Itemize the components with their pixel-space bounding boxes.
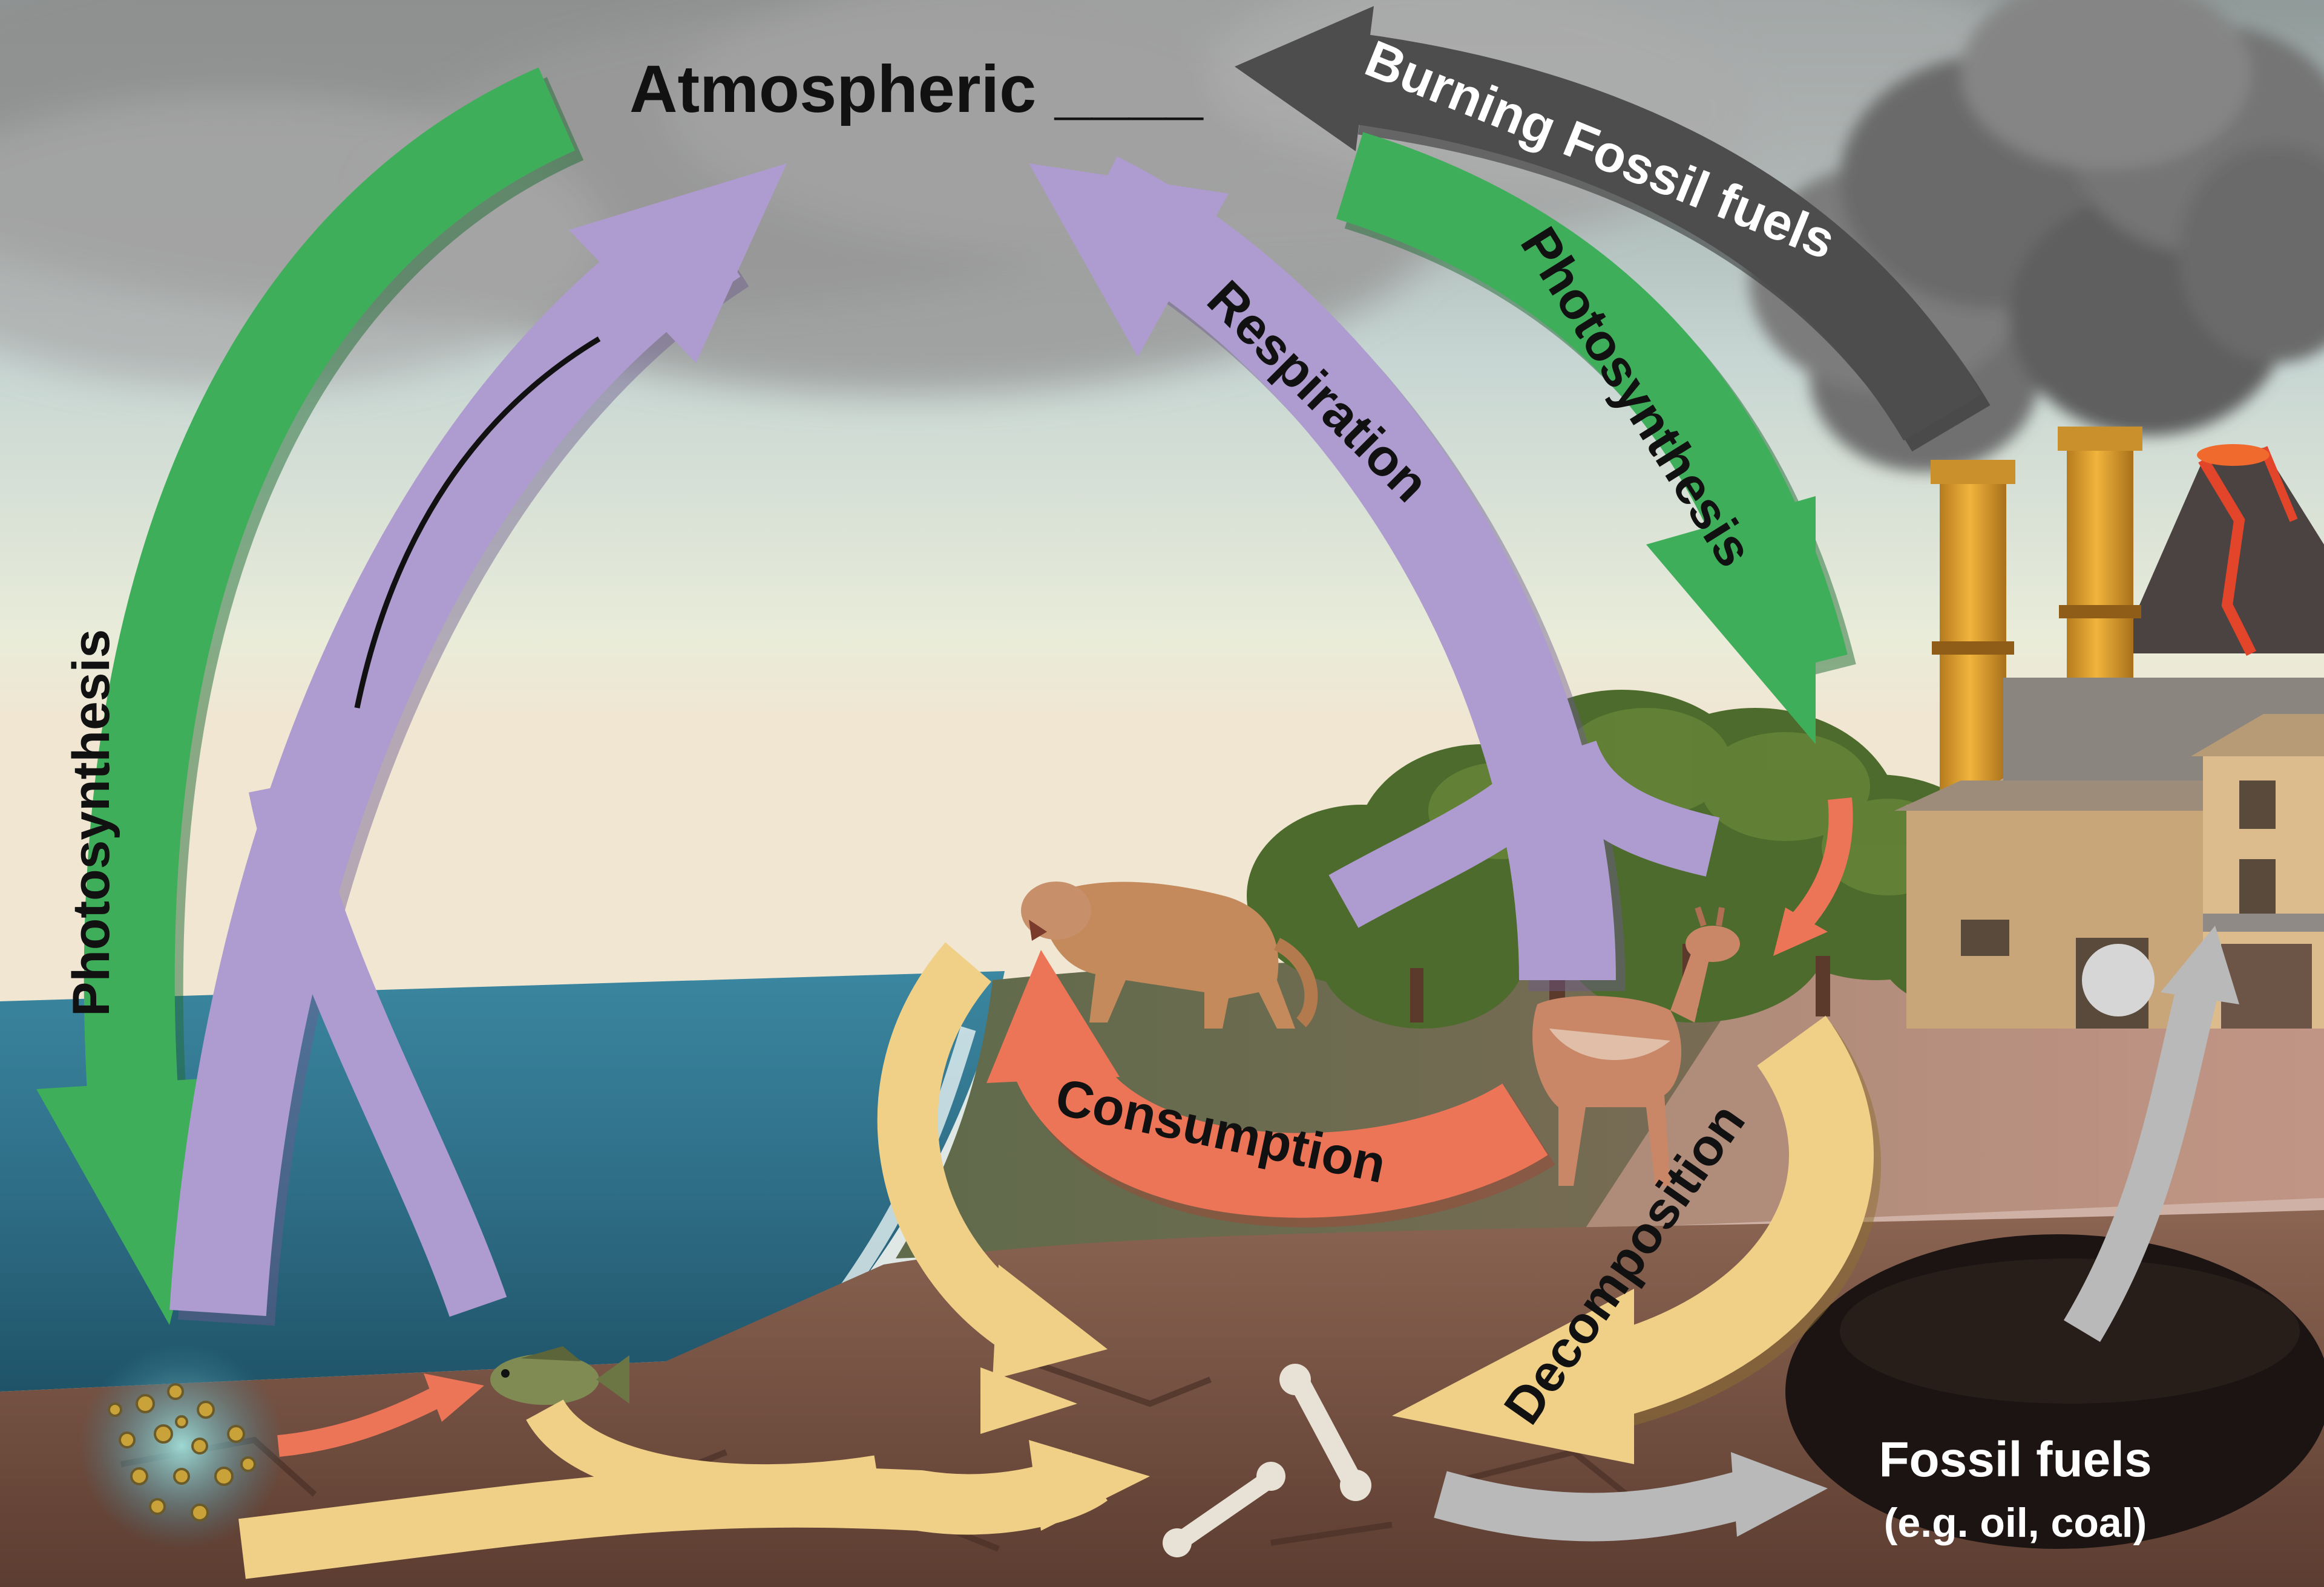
photosynthesis-left-label: Photosynthesis bbox=[62, 629, 120, 1016]
atmosphere-label: Atmospheric ____ bbox=[629, 52, 1204, 126]
fossil-fuels-examples: (e.g. oil, coal) bbox=[1884, 1500, 2147, 1546]
fossil-fuels-label: Fossil fuels bbox=[1879, 1432, 2152, 1487]
chimney bbox=[1940, 463, 2006, 802]
